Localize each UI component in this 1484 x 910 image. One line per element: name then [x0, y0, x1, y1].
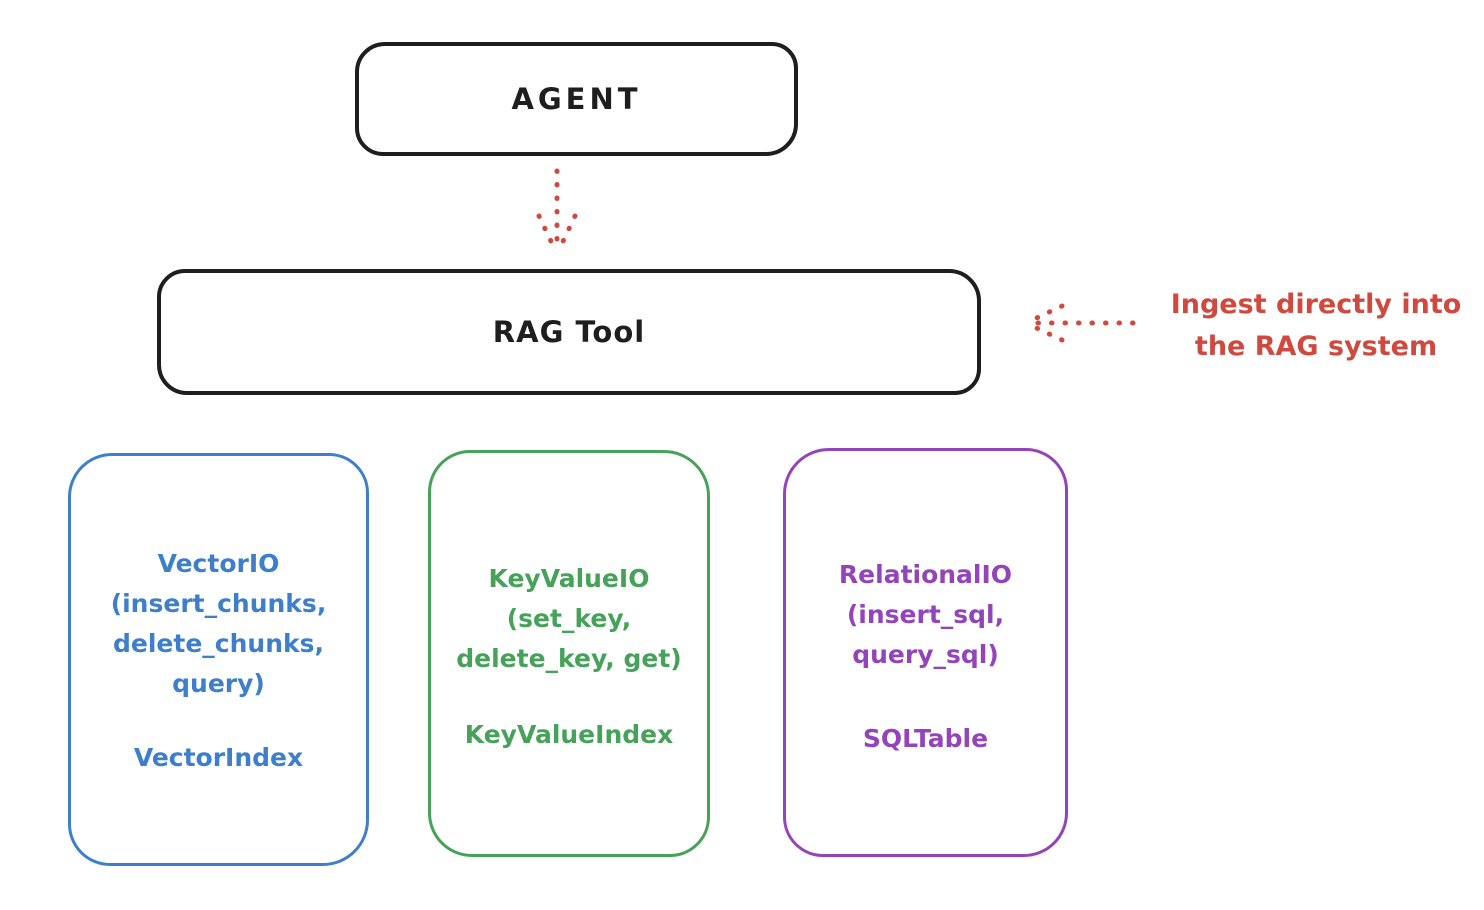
- rag-tool-label: RAG Tool: [492, 315, 646, 349]
- relationalio-line-2: (insert_sql,: [846, 600, 1005, 629]
- vectorio-line-1: VectorIO: [157, 549, 280, 578]
- vectorio-title: VectorIO (insert_chunks, delete_chunks, …: [71, 544, 366, 704]
- relationalio-title: RelationalIO (insert_sql, query_sql): [786, 555, 1065, 675]
- agent-label: AGENT: [511, 82, 642, 116]
- agent-node: AGENT: [355, 42, 798, 156]
- vector-index-label: VectorIndex: [133, 743, 304, 772]
- keyvalueio-line-2: (set_key,: [506, 604, 632, 633]
- ingest-annotation-line-2: the RAG system: [1194, 331, 1438, 362]
- vectorio-line-2: (insert_chunks,: [110, 589, 327, 618]
- ingest-arrow-icon: [1025, 303, 1136, 343]
- keyvalue-index-label: KeyValueIndex: [464, 720, 674, 749]
- agent-to-rag-arrow-icon: [536, 168, 578, 255]
- relationalio-line-1: RelationalIO: [838, 560, 1013, 589]
- rag-tool-node: RAG Tool: [157, 269, 981, 395]
- relationalio-box: RelationalIO (insert_sql, query_sql) SQL…: [783, 448, 1068, 857]
- ingest-annotation-line-1: Ingest directly into: [1170, 289, 1462, 320]
- vectorio-box: VectorIO (insert_chunks, delete_chunks, …: [68, 453, 369, 866]
- ingest-annotation: Ingest directly into the RAG system: [1148, 284, 1484, 368]
- vectorio-line-4: query): [172, 669, 265, 698]
- relationalio-line-3: query_sql): [852, 640, 999, 669]
- keyvalueio-title: KeyValueIO (set_key, delete_key, get): [431, 559, 707, 679]
- keyvalueio-line-1: KeyValueIO: [488, 564, 650, 593]
- keyvalueio-line-3: delete_key, get): [456, 644, 682, 673]
- vectorio-line-3: delete_chunks,: [113, 629, 324, 658]
- keyvalueio-box: KeyValueIO (set_key, delete_key, get) Ke…: [428, 450, 710, 857]
- sqltable-label: SQLTable: [862, 724, 989, 753]
